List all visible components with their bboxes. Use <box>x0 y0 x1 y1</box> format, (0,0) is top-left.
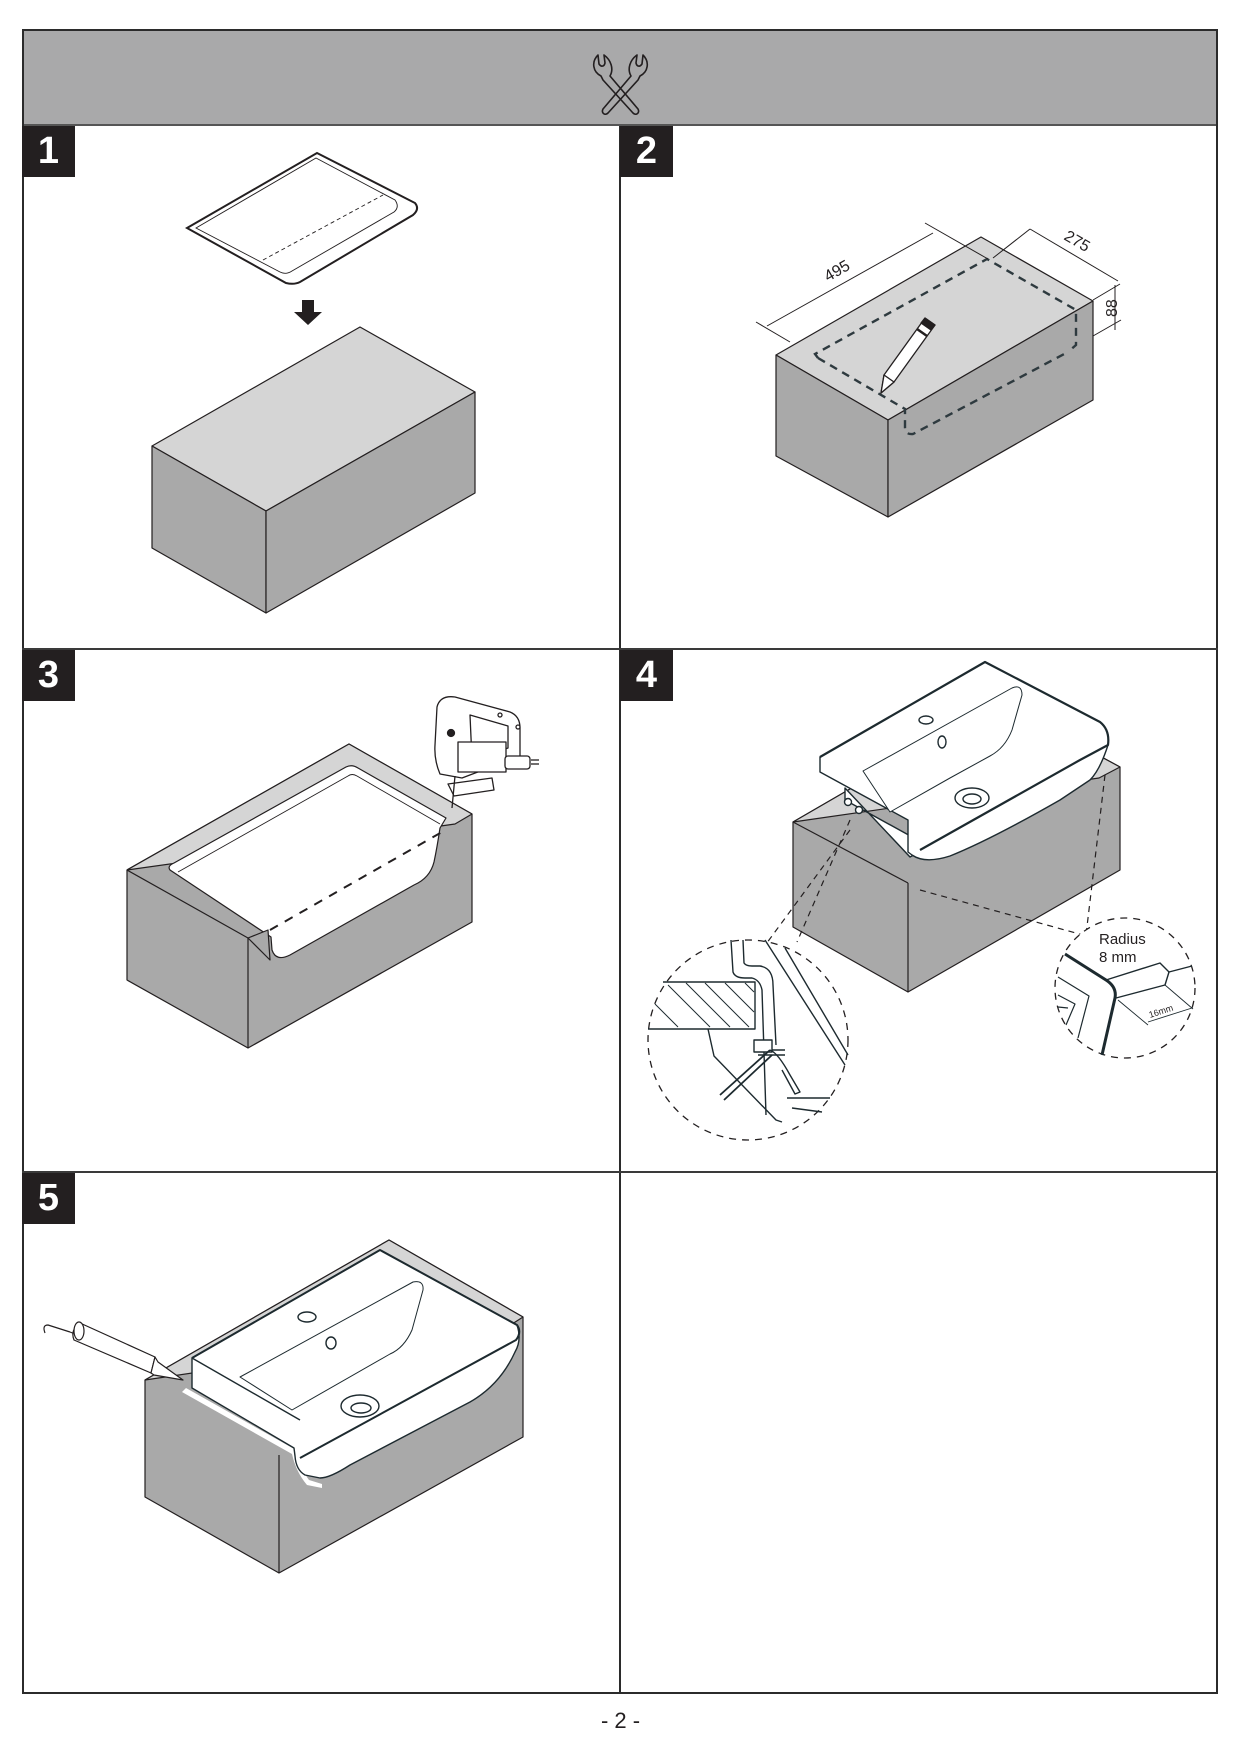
step-number-4: 4 <box>620 650 673 701</box>
dimension-275: 275 <box>1061 228 1093 256</box>
step-5-illustration <box>43 1239 524 1574</box>
detail-leader-lines <box>743 774 1106 975</box>
step-4-illustration: Radius 8 mm 16mm <box>647 660 1196 1141</box>
pencil-icon <box>880 317 936 394</box>
step-3-illustration <box>126 696 539 1049</box>
washbasin <box>819 660 1110 861</box>
step-2-illustration: 495 275 88 <box>755 222 1122 518</box>
detail-circle-bracket <box>647 939 849 1141</box>
cut-outline-dashed <box>813 257 1078 436</box>
silicone-bead <box>182 1388 322 1488</box>
washbasin-installed <box>191 1249 521 1479</box>
stone-block-cut <box>126 743 473 1049</box>
dimension-lines <box>755 222 1122 343</box>
step-number-2: 2 <box>620 126 673 177</box>
radius-value: 8 mm <box>1099 949 1137 966</box>
crossed-wrenches-icon <box>592 54 649 116</box>
detail-circle-radius <box>1054 917 1196 1059</box>
column-divider <box>619 126 621 1694</box>
row-divider-2 <box>22 1171 1218 1173</box>
step-1-illustration <box>151 151 476 614</box>
down-arrow-icon <box>294 300 322 325</box>
step-number-1: 1 <box>22 126 75 177</box>
radius-label: Radius <box>1099 931 1146 948</box>
stone-block-marked <box>775 236 1094 518</box>
stone-block <box>151 326 476 614</box>
row-divider-1 <box>22 648 1218 650</box>
step-number-5: 5 <box>22 1173 75 1224</box>
template-sheet <box>184 151 419 285</box>
step-number-3: 3 <box>22 650 75 701</box>
dimension-495: 495 <box>822 257 854 285</box>
jigsaw-icon <box>434 696 539 809</box>
silicone-gun-icon <box>43 1321 184 1381</box>
page-number: - 2 - <box>600 1708 641 1733</box>
dimension-88: 88 <box>1104 299 1121 317</box>
